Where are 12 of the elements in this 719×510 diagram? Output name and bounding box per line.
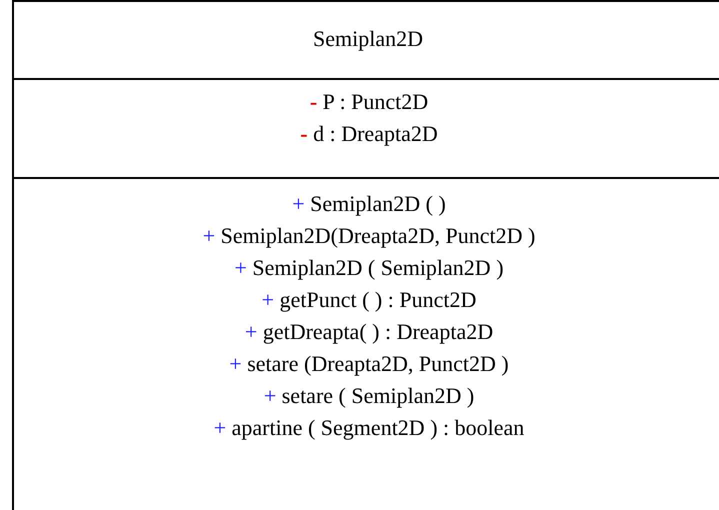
method-text: + getDreapta( ) : Dreapta2D [244, 318, 494, 346]
method-text: + getPunct ( ) : Punct2D [262, 286, 476, 314]
attribute-text: - P : Punct2D [310, 88, 428, 116]
method-text: + setare ( Semiplan2D ) [264, 382, 474, 410]
class-box [12, 0, 719, 510]
method-text: + apartine ( Segment2D ) : boolean [214, 414, 524, 442]
method-text: + setare (Dreapta2D, Punct2D ) [229, 350, 509, 378]
method-text: + Semiplan2D ( Semiplan2D ) [234, 254, 504, 282]
method-text: + Semiplan2D ( ) [292, 190, 446, 218]
method-text: + Semiplan2D(Dreapta2D, Punct2D ) [202, 222, 536, 250]
class-name: Semiplan2D [313, 25, 423, 53]
attribute-text: - d : Dreapta2D [300, 120, 438, 148]
